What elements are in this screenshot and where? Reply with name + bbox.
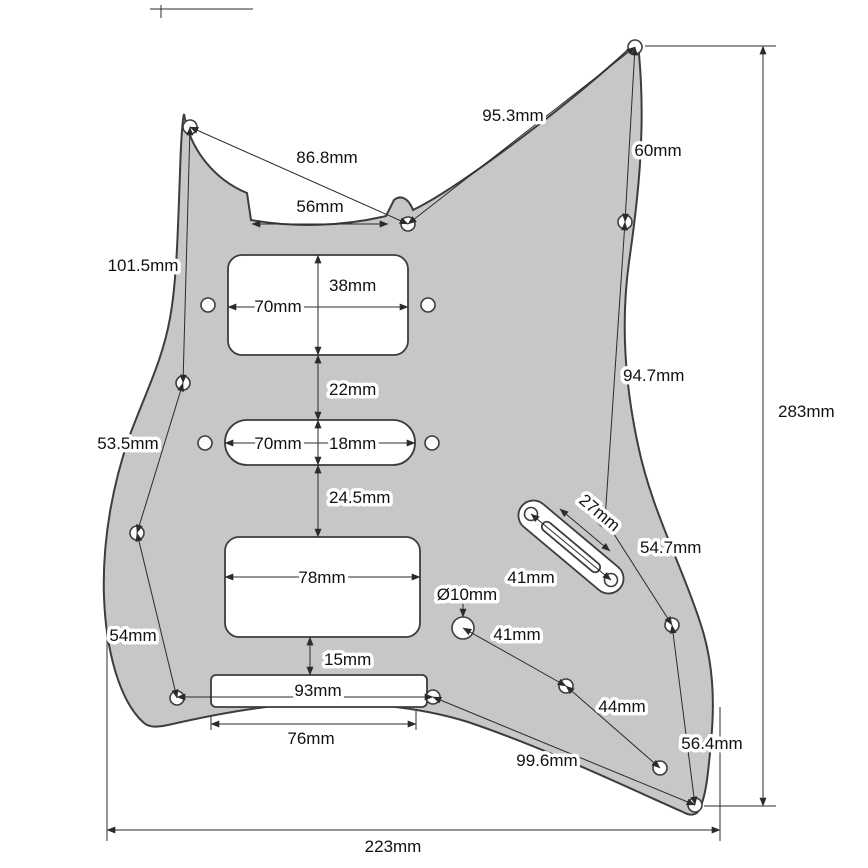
dim-label-41mm-switch: 41mm [507, 568, 554, 587]
dim-line-101-5 [179, 126, 194, 384]
dim-label-60mm: 60mm [634, 141, 681, 160]
dim-label-24-5mm: 24.5mm [329, 488, 390, 507]
dim-label-56mm: 56mm [296, 197, 343, 216]
dim-line-86-8 [189, 126, 409, 225]
dim-label-15mm: 15mm [324, 650, 371, 669]
dim-label-22mm: 22mm [329, 380, 376, 399]
dim-line-99-6 [432, 696, 696, 806]
pickup-screw-hole [197, 435, 213, 451]
extension-lines [106, 5, 776, 841]
dimension-labels: 95.3mm 86.8mm 56mm 60mm 101.5mm 38mm 70m… [94, 103, 838, 860]
pickup-screw-hole [200, 297, 216, 313]
dim-line-53-5 [136, 382, 184, 534]
dimension-lines [106, 45, 767, 834]
dim-line-60 [621, 46, 639, 223]
dim-label-101-5mm: 101.5mm [108, 256, 179, 275]
bridge-humbucker-cutout [224, 536, 421, 638]
dim-label-86-8mm: 86.8mm [296, 148, 357, 167]
dim-line-95-3 [407, 46, 636, 225]
dim-label-76mm: 76mm [287, 729, 334, 748]
dim-label-54-7mm: 54.7mm [640, 538, 701, 557]
dim-label-93mm: 93mm [294, 681, 341, 700]
dim-label-41mm-lower: 41mm [493, 625, 540, 644]
dim-line-54 [135, 532, 179, 699]
dim-label-95-3mm: 95.3mm [482, 106, 543, 125]
dim-label-18mm: 18mm [329, 434, 376, 453]
dim-label-99-6mm: 99.6mm [516, 751, 577, 770]
dim-label-78mm: 78mm [298, 568, 345, 587]
dim-label-283mm: 283mm [778, 402, 835, 421]
dim-line-41-lower [462, 627, 567, 687]
dim-label-38mm: 38mm [329, 276, 376, 295]
dim-line-54-7 [604, 519, 673, 626]
dim-label-94-7mm: 94.7mm [623, 366, 684, 385]
dim-label-44mm: 44mm [598, 697, 645, 716]
dim-label-54mm: 54mm [109, 626, 156, 645]
dim-label-223mm: 223mm [365, 837, 422, 856]
dim-label-70mm-neck: 70mm [254, 297, 301, 316]
dim-label-diameter-10mm: Ø10mm [437, 585, 497, 604]
pickup-screw-hole [424, 435, 440, 451]
pickup-screw-hole [420, 297, 436, 313]
dim-line-94-7 [602, 221, 628, 521]
dim-line-27 [559, 508, 611, 552]
dim-label-56-4mm: 56.4mm [681, 734, 742, 753]
dim-label-53-5mm: 53.5mm [97, 434, 158, 453]
dim-label-70mm-mid: 70mm [254, 434, 301, 453]
